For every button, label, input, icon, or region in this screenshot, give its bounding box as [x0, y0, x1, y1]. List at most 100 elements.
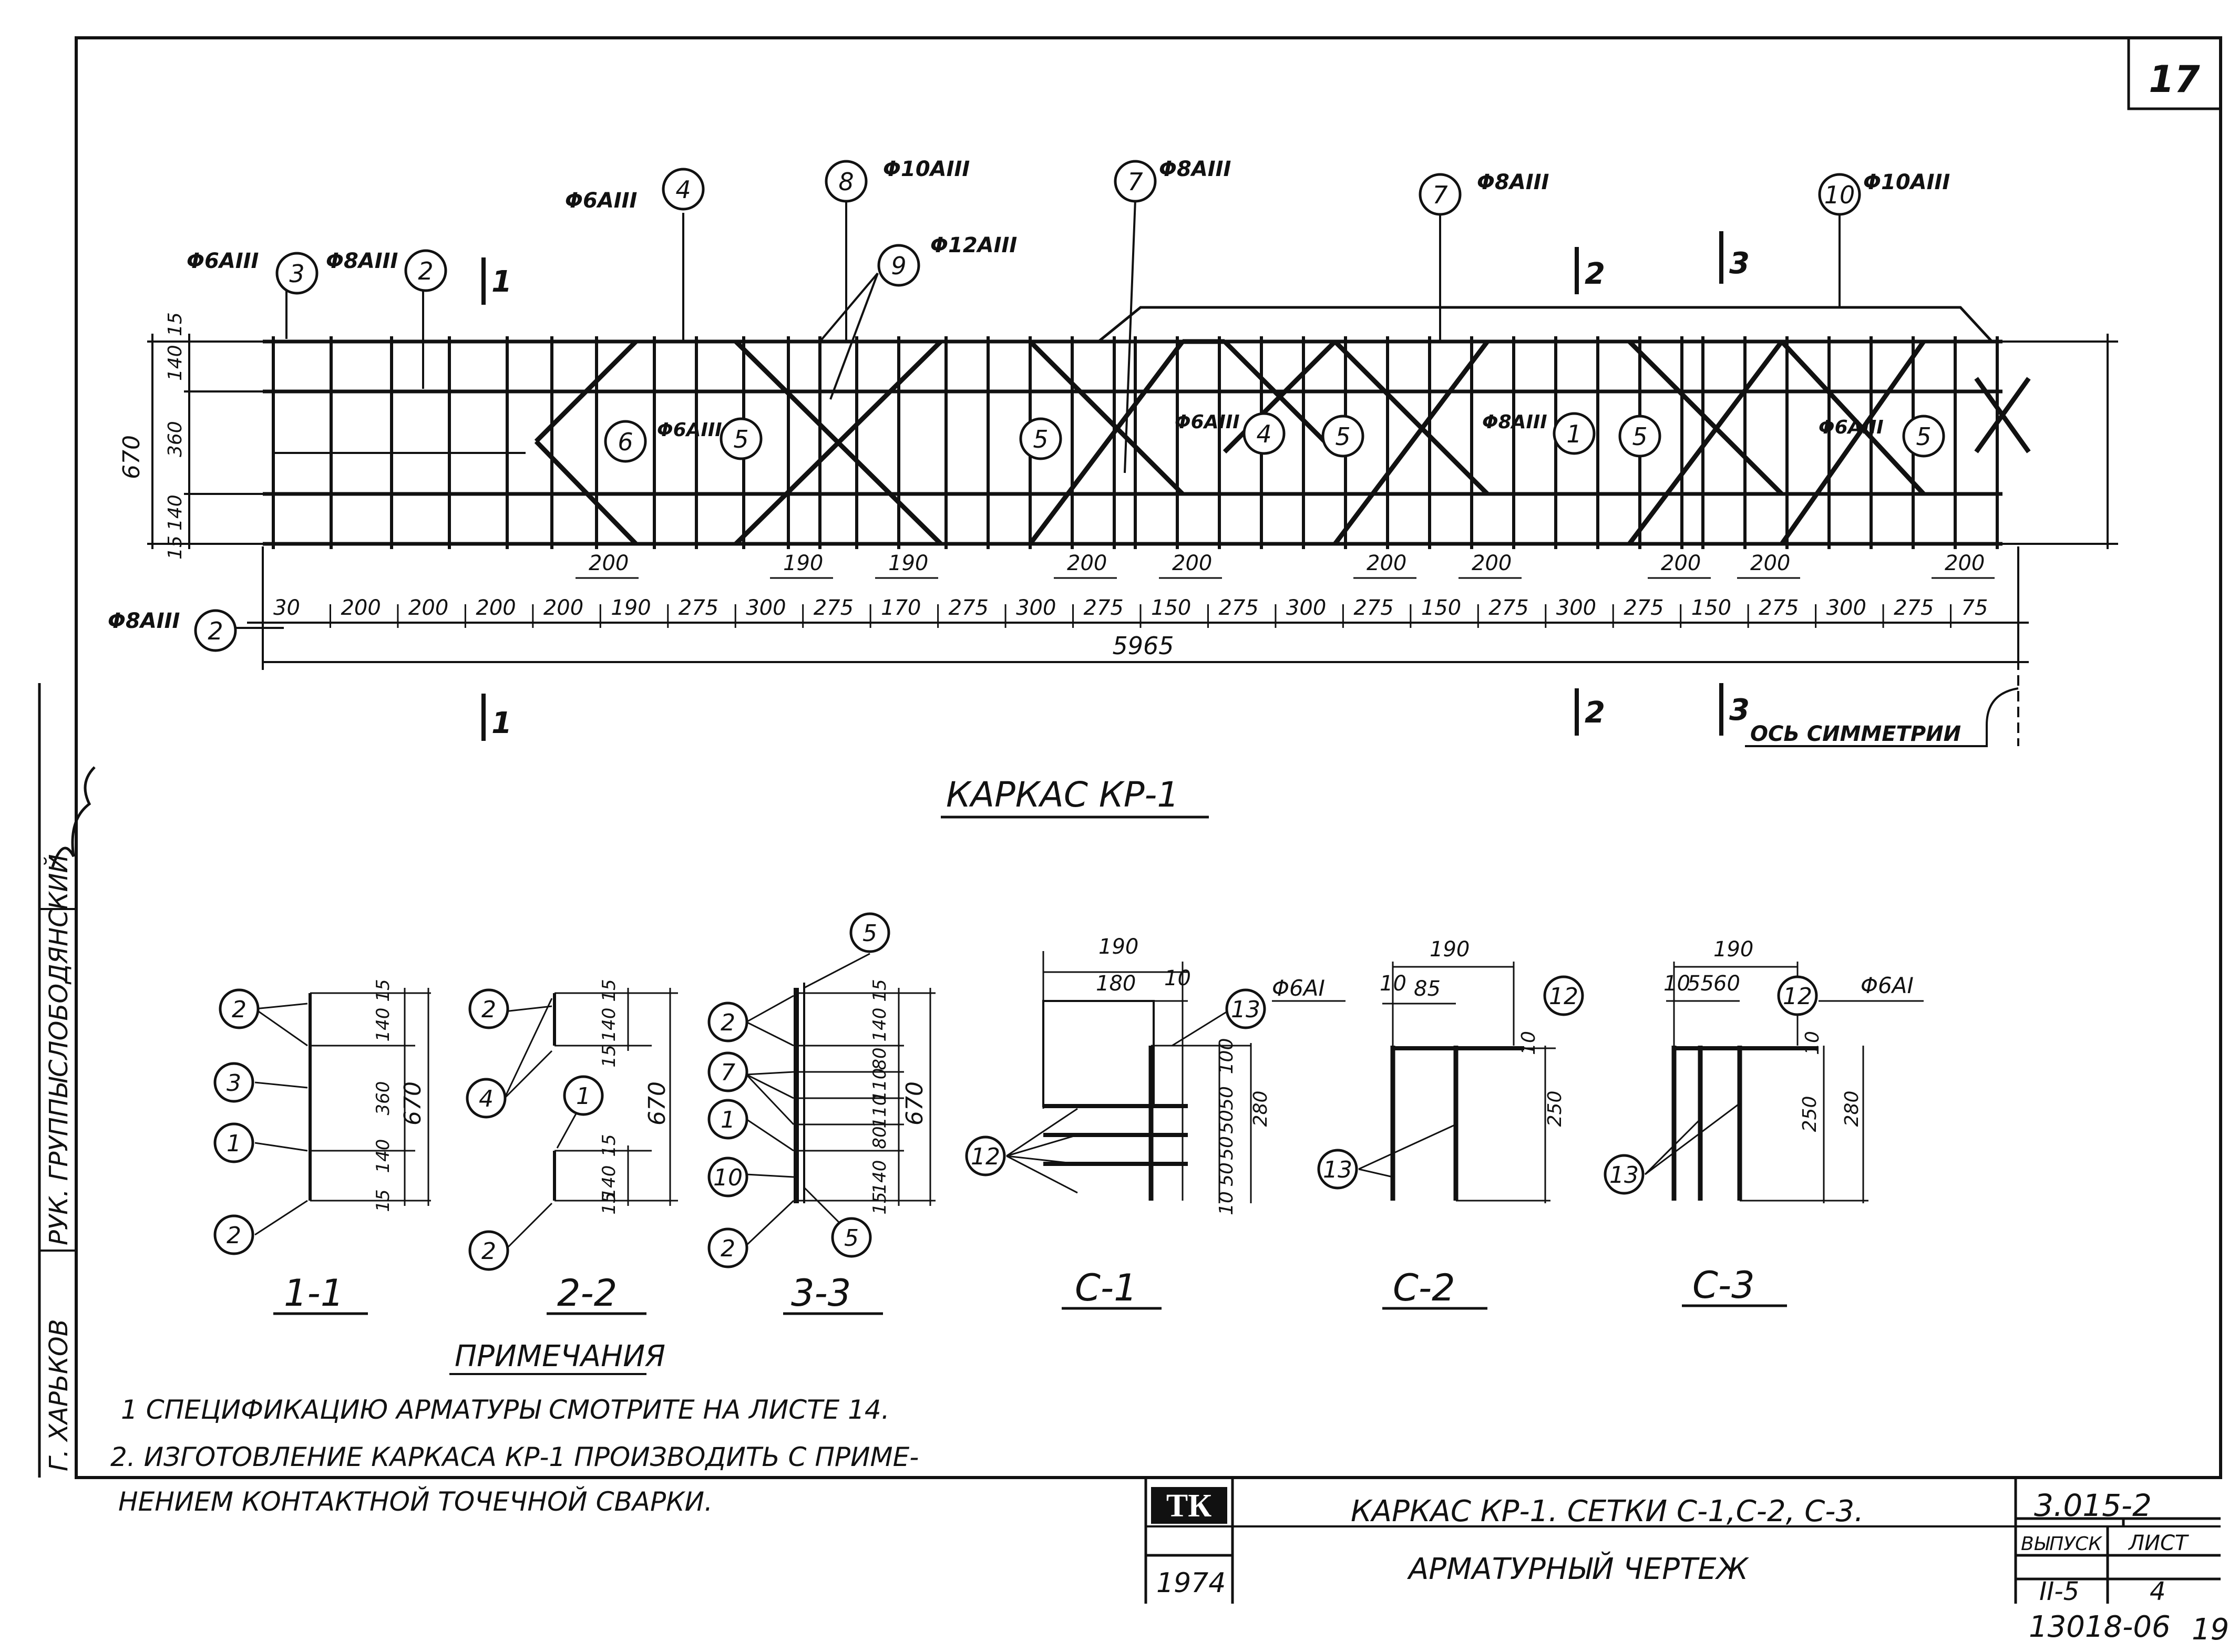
net-dim: 85 — [1414, 977, 1441, 1001]
net-dim: 100 — [1216, 1038, 1237, 1075]
net-dim: 60 — [1713, 972, 1740, 996]
position-balloon — [1604, 1154, 1645, 1195]
position-balloon — [707, 1051, 748, 1092]
net-rebar-label: Φ6AI — [1861, 973, 1914, 998]
balloon-number: 2 — [232, 996, 247, 1023]
diagonal-bar — [1780, 340, 1926, 545]
net-c2 — [1358, 962, 1556, 1203]
sheet-number: 17 — [2149, 58, 2200, 101]
dim-segment: 275 — [679, 596, 718, 620]
position-balloon — [877, 244, 920, 287]
net-dim: 280 — [1841, 1091, 1863, 1127]
section-dim: 15 — [373, 979, 394, 1001]
net-c3 — [1644, 962, 1924, 1203]
section-dim: 140 — [599, 1008, 620, 1042]
balloon-number: 6 — [618, 428, 633, 456]
position-balloon — [466, 1078, 507, 1119]
position-balloon — [1321, 415, 1364, 458]
section-mark-2-top: 2 — [1585, 257, 1605, 291]
balloon-number: 5 — [844, 1225, 859, 1252]
diagonal-bar — [534, 439, 638, 546]
balloon-number: 1 — [1566, 420, 1581, 448]
label-phi8-bottom-left: Φ8AIII — [108, 609, 180, 633]
balloon-number: 2 — [481, 1238, 496, 1265]
balloon-number: 2 — [227, 1222, 241, 1249]
tk-logo-box — [1151, 1487, 1227, 1524]
note-line-1: 1 СПЕЦИФИКАЦИЮ АРМАТУРЫ СМОТРИТЕ НА ЛИСТ… — [121, 1395, 890, 1425]
label-phi6-top-left: Φ6AIII — [187, 249, 259, 273]
signature — [51, 766, 96, 868]
section-mark-1-bottom: 1 — [491, 706, 512, 740]
balloon-number: 2 — [481, 996, 496, 1023]
label-phi6-6: Φ6AIII — [657, 419, 722, 441]
position-balloon — [213, 1122, 254, 1163]
dim-segment: 275 — [1353, 596, 1393, 620]
net-dim: 10 — [1380, 972, 1406, 996]
dim-segment: 275 — [814, 596, 854, 620]
bottom-dimension-chain — [247, 546, 2029, 670]
margin-name: СЛОБОДЯНСКИЙ — [44, 854, 74, 1077]
label-phi10-8: Φ10AIII — [883, 157, 970, 181]
net-dim: 190 — [1098, 935, 1138, 959]
diagonal-bar — [1780, 339, 1926, 496]
net-dim: 10 — [1802, 1031, 1823, 1055]
position-balloon — [1553, 412, 1596, 455]
dim-segment: 300 — [1286, 596, 1326, 620]
position-balloon — [219, 988, 260, 1029]
dim-segment: 275 — [1084, 596, 1124, 620]
balloon-number: 3 — [227, 1070, 241, 1097]
position-balloon — [194, 609, 237, 652]
dim-segment: 275 — [1488, 596, 1528, 620]
tk-logo: ТК — [1166, 1488, 1211, 1524]
section-label: 2-2 — [557, 1272, 617, 1315]
position-balloon — [720, 417, 763, 460]
dim-upper: 200 — [1067, 551, 1107, 575]
dim-h-b: 140 — [165, 345, 186, 381]
balloon-number: 13 — [1231, 996, 1260, 1023]
balloon-number: 5 — [1916, 422, 1931, 451]
balloon-number: 4 — [675, 175, 691, 204]
balloon-number: 12 — [971, 1143, 1000, 1170]
balloon-number: 2 — [418, 257, 433, 285]
dim-segment: 170 — [881, 596, 921, 620]
balloon-number: 5 — [862, 920, 877, 947]
label-phi6-4: Φ6AIII — [565, 189, 638, 213]
section-dim: 15 — [599, 979, 620, 1001]
section-dim: 110 — [869, 1095, 890, 1129]
net-dim: 10 — [1518, 1031, 1539, 1055]
balloon-number: 2 — [208, 617, 223, 645]
dim-segment: 200 — [341, 596, 381, 620]
section-mark-2-bottom: 2 — [1585, 696, 1605, 730]
dim-segment: 275 — [1759, 596, 1799, 620]
balloon-number: 9 — [891, 252, 906, 280]
tb-issue-label: ВЫПУСК — [2021, 1533, 2102, 1555]
balloon-number: 8 — [838, 168, 854, 196]
balloon-number: 10 — [713, 1164, 743, 1191]
title-block-lower — [1144, 1526, 2221, 1604]
net-label: С-2 — [1393, 1266, 1455, 1309]
position-balloon — [213, 1214, 254, 1255]
net-dim: 50 — [1216, 1162, 1237, 1186]
position-balloon — [1543, 975, 1584, 1016]
tb-sheet: 4 — [2150, 1577, 2166, 1606]
section-3-3 — [745, 953, 936, 1246]
position-balloon — [1225, 988, 1266, 1029]
net-dim: 55 — [1687, 972, 1714, 996]
label-phi8-top: Φ8AIII — [326, 249, 398, 273]
diagonal-bar — [1974, 377, 2031, 453]
label-phi6-5: Φ6AIII — [1819, 417, 1884, 438]
dim-upper: 200 — [1945, 551, 1985, 575]
diagonal-bar — [1627, 340, 1784, 545]
dim-h-a: 15 — [165, 312, 186, 336]
balloon-number: 5 — [733, 425, 748, 453]
balloon-number: 13 — [1609, 1162, 1639, 1189]
diagonal-bar — [1028, 340, 1185, 545]
diagonal-bar — [1333, 339, 1490, 496]
balloon-number: 1 — [576, 1083, 591, 1110]
net-dim: 50 — [1216, 1136, 1237, 1160]
cage-kr1-elevation — [263, 306, 2031, 549]
position-balloon — [1242, 412, 1286, 455]
dim-segment: 275 — [1624, 596, 1663, 620]
position-balloon — [707, 1227, 748, 1268]
